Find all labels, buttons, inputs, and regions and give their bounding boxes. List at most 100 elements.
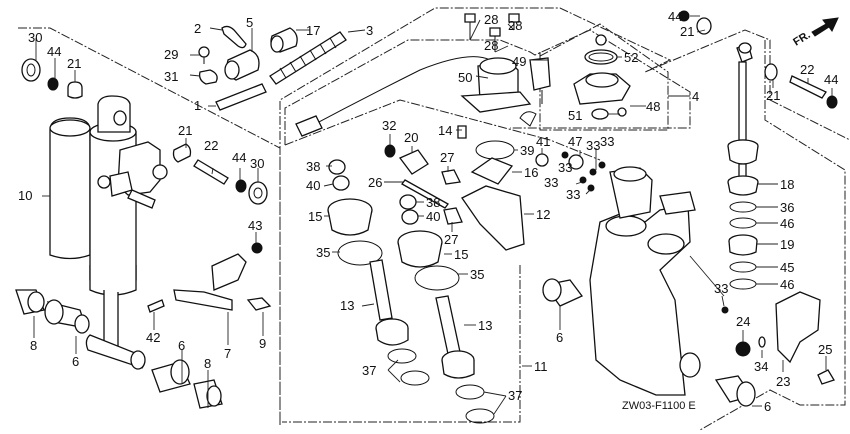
lower-left-parts <box>15 253 272 409</box>
callout-2: 2 <box>194 21 201 36</box>
callout-25: 25 <box>818 342 832 357</box>
callout-45: 45 <box>780 260 794 275</box>
part-30-seal <box>21 58 41 82</box>
part-12-pump-body <box>461 185 525 251</box>
callout-6b: 6 <box>178 338 185 353</box>
part-37-ring-c <box>455 384 485 400</box>
callout-6c: 6 <box>556 330 563 345</box>
part-37-ring-d <box>465 408 495 424</box>
part-30-seal-b <box>248 181 268 205</box>
callout-11: 11 <box>534 359 548 374</box>
callout-36: 36 <box>780 200 794 215</box>
callout-28a: 28 <box>484 12 498 27</box>
callout-24: 24 <box>736 314 750 329</box>
callout-21c: 21 <box>680 24 694 39</box>
callout-26: 26 <box>368 175 382 190</box>
part-22-pin <box>193 159 229 185</box>
callout-44d: 44 <box>824 72 838 87</box>
drawing-code: ZW03-F1100 E <box>622 400 696 412</box>
callout-40a: 40 <box>306 178 320 193</box>
callout-9: 9 <box>259 336 266 351</box>
part-44-nut-b <box>235 179 247 193</box>
callout-14: 14 <box>438 123 452 138</box>
frame-valve-assembly <box>284 99 601 161</box>
callout-22: 22 <box>204 138 218 153</box>
part-27-screw <box>441 169 461 185</box>
piston-parts <box>369 259 584 424</box>
callout-33d: 33 <box>544 175 558 190</box>
callout-48: 48 <box>646 99 660 114</box>
part-40-seal-b <box>401 209 419 225</box>
part-42-screw <box>147 299 165 313</box>
callout-38b: 38 <box>426 195 440 210</box>
callout-15a: 15 <box>308 209 322 224</box>
callout-30b: 30 <box>250 156 264 171</box>
callout-21b: 21 <box>178 123 192 138</box>
part-21-bushing <box>67 81 83 99</box>
callout-18: 18 <box>780 177 794 192</box>
front-arrow-icon <box>811 17 839 37</box>
part-36-oring <box>729 201 757 213</box>
left-small-parts <box>21 58 268 254</box>
part-29-screw <box>198 46 210 58</box>
callout-37a: 37 <box>362 363 376 378</box>
front-label: FR. <box>791 29 812 49</box>
callout-38a: 38 <box>306 159 320 174</box>
callout-41: 41 <box>536 134 550 149</box>
callout-10: 10 <box>18 188 32 203</box>
callout-13a: 13 <box>340 298 354 313</box>
callout-33c: 33 <box>558 160 572 175</box>
callout-30: 30 <box>28 30 42 45</box>
callout-33f: 33 <box>714 281 728 296</box>
callout-6d: 6 <box>764 399 771 414</box>
valve-parts <box>327 125 606 291</box>
callout-29: 29 <box>164 47 178 62</box>
part-47-spring <box>568 154 584 170</box>
top-small-parts <box>198 25 347 111</box>
part-37-ring <box>387 348 417 364</box>
callout-6: 6 <box>72 354 79 369</box>
callout-23: 23 <box>776 374 790 389</box>
part-13-piston <box>369 259 393 321</box>
part-45-seal <box>729 261 757 273</box>
callout-32: 32 <box>382 118 396 133</box>
part-40-seal <box>332 175 350 191</box>
callout-7: 7 <box>224 346 231 361</box>
callout-19: 19 <box>780 237 794 252</box>
callout-33e: 33 <box>566 187 580 202</box>
part-35-oring-b <box>414 265 460 291</box>
part-49-armature <box>529 57 551 91</box>
part-23-reservoir <box>775 291 821 364</box>
callout-labels: 30 44 21 10 2 5 17 3 29 31 1 21 22 44 30… <box>18 9 838 414</box>
callout-44: 44 <box>47 44 61 59</box>
part-16-filter <box>470 157 514 185</box>
part-51-seal <box>591 108 609 120</box>
part-38-seal-b <box>399 194 417 210</box>
callout-12: 12 <box>536 207 550 222</box>
callout-43: 43 <box>248 218 262 233</box>
part-37-ring-b <box>400 370 430 386</box>
callout-46b: 46 <box>780 277 794 292</box>
part-25-screw <box>817 369 835 385</box>
part-3-hose <box>269 31 347 85</box>
callout-50: 50 <box>458 70 472 85</box>
part-52-oring <box>584 49 618 65</box>
callout-51: 51 <box>568 108 582 123</box>
callout-8: 8 <box>30 338 37 353</box>
part-13-piston-b <box>435 295 461 355</box>
part-20-valve <box>398 149 429 175</box>
part-32 <box>384 144 396 158</box>
part-27-screw-b <box>443 207 463 225</box>
callout-52: 52 <box>624 50 638 65</box>
frame-item48 <box>539 23 669 131</box>
callout-34: 34 <box>754 359 768 374</box>
motor-assembly <box>295 13 631 137</box>
part-26-bolt <box>401 179 449 209</box>
front-direction-indicator: FR. <box>791 17 839 49</box>
part-35-oring <box>337 240 383 266</box>
callout-39: 39 <box>520 143 534 158</box>
callout-28c: 28 <box>484 38 498 53</box>
callout-47: 47 <box>568 134 582 149</box>
callout-4: 4 <box>692 89 699 104</box>
part-2-clamp <box>221 25 247 49</box>
